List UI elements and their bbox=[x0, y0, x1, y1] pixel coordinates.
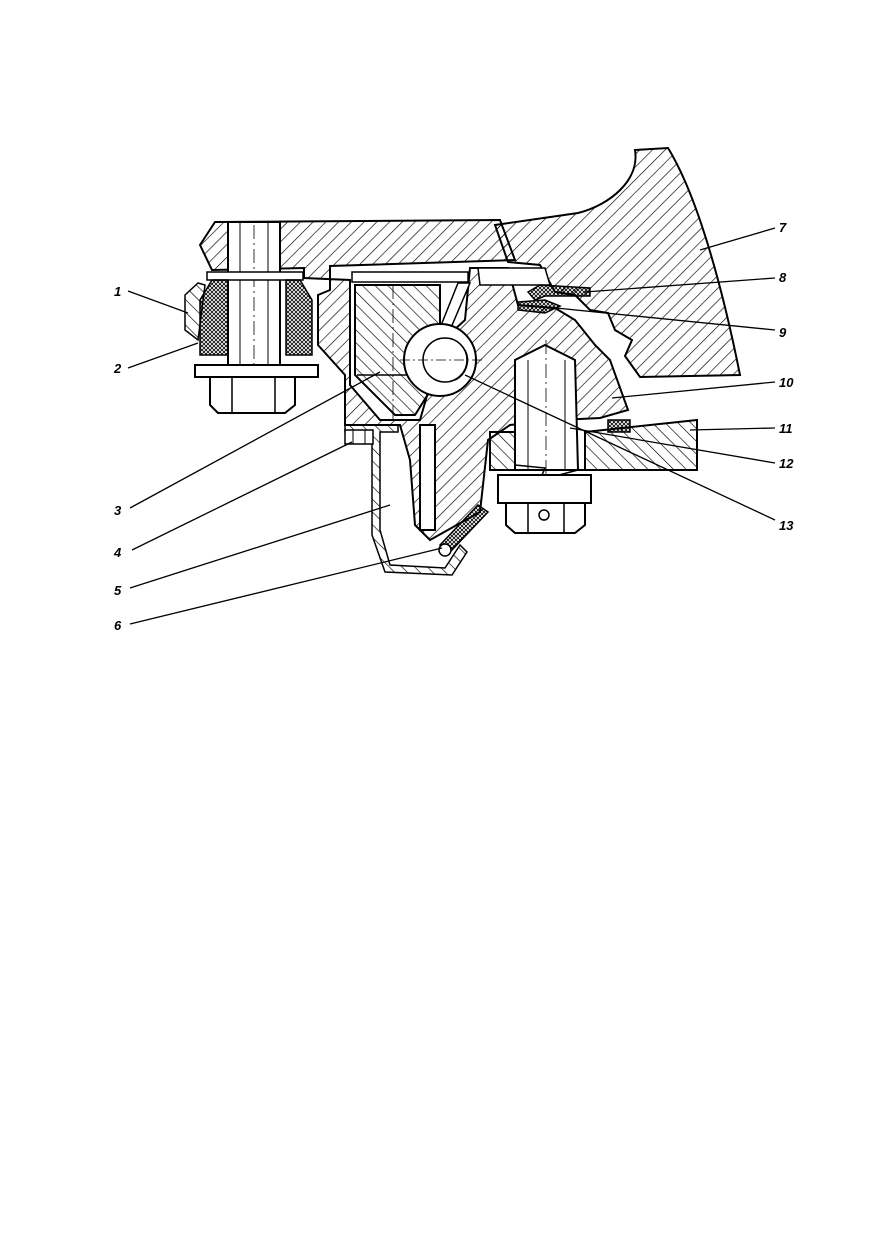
oil-channel bbox=[351, 271, 469, 283]
label-4: 4 bbox=[113, 545, 122, 560]
lever-arm bbox=[419, 424, 436, 531]
label-10: 10 bbox=[779, 375, 794, 390]
right-bolt-assembly bbox=[497, 340, 592, 534]
bracket-plate bbox=[489, 418, 698, 471]
label-12: 12 bbox=[779, 456, 794, 471]
label-11: 11 bbox=[779, 421, 793, 436]
small-screw bbox=[344, 429, 374, 445]
gasket bbox=[607, 419, 631, 433]
label-5: 5 bbox=[114, 583, 122, 598]
ball-joint bbox=[400, 323, 482, 397]
label-2: 2 bbox=[113, 361, 122, 376]
seal-ring-lower bbox=[517, 299, 562, 314]
label-1: 1 bbox=[114, 284, 121, 299]
label-9: 9 bbox=[779, 325, 787, 340]
label-6: 6 bbox=[114, 618, 122, 633]
hex-nut bbox=[209, 376, 296, 414]
sheet-cover bbox=[344, 424, 468, 576]
left-bolt-assembly bbox=[184, 221, 319, 415]
label-13: 13 bbox=[779, 518, 794, 533]
label-7: 7 bbox=[779, 220, 787, 235]
label-8: 8 bbox=[779, 270, 787, 285]
clamp-ring bbox=[184, 282, 206, 342]
leader-lines bbox=[127, 227, 776, 625]
label-3: 3 bbox=[114, 503, 122, 518]
rubber-bushing bbox=[199, 279, 229, 356]
